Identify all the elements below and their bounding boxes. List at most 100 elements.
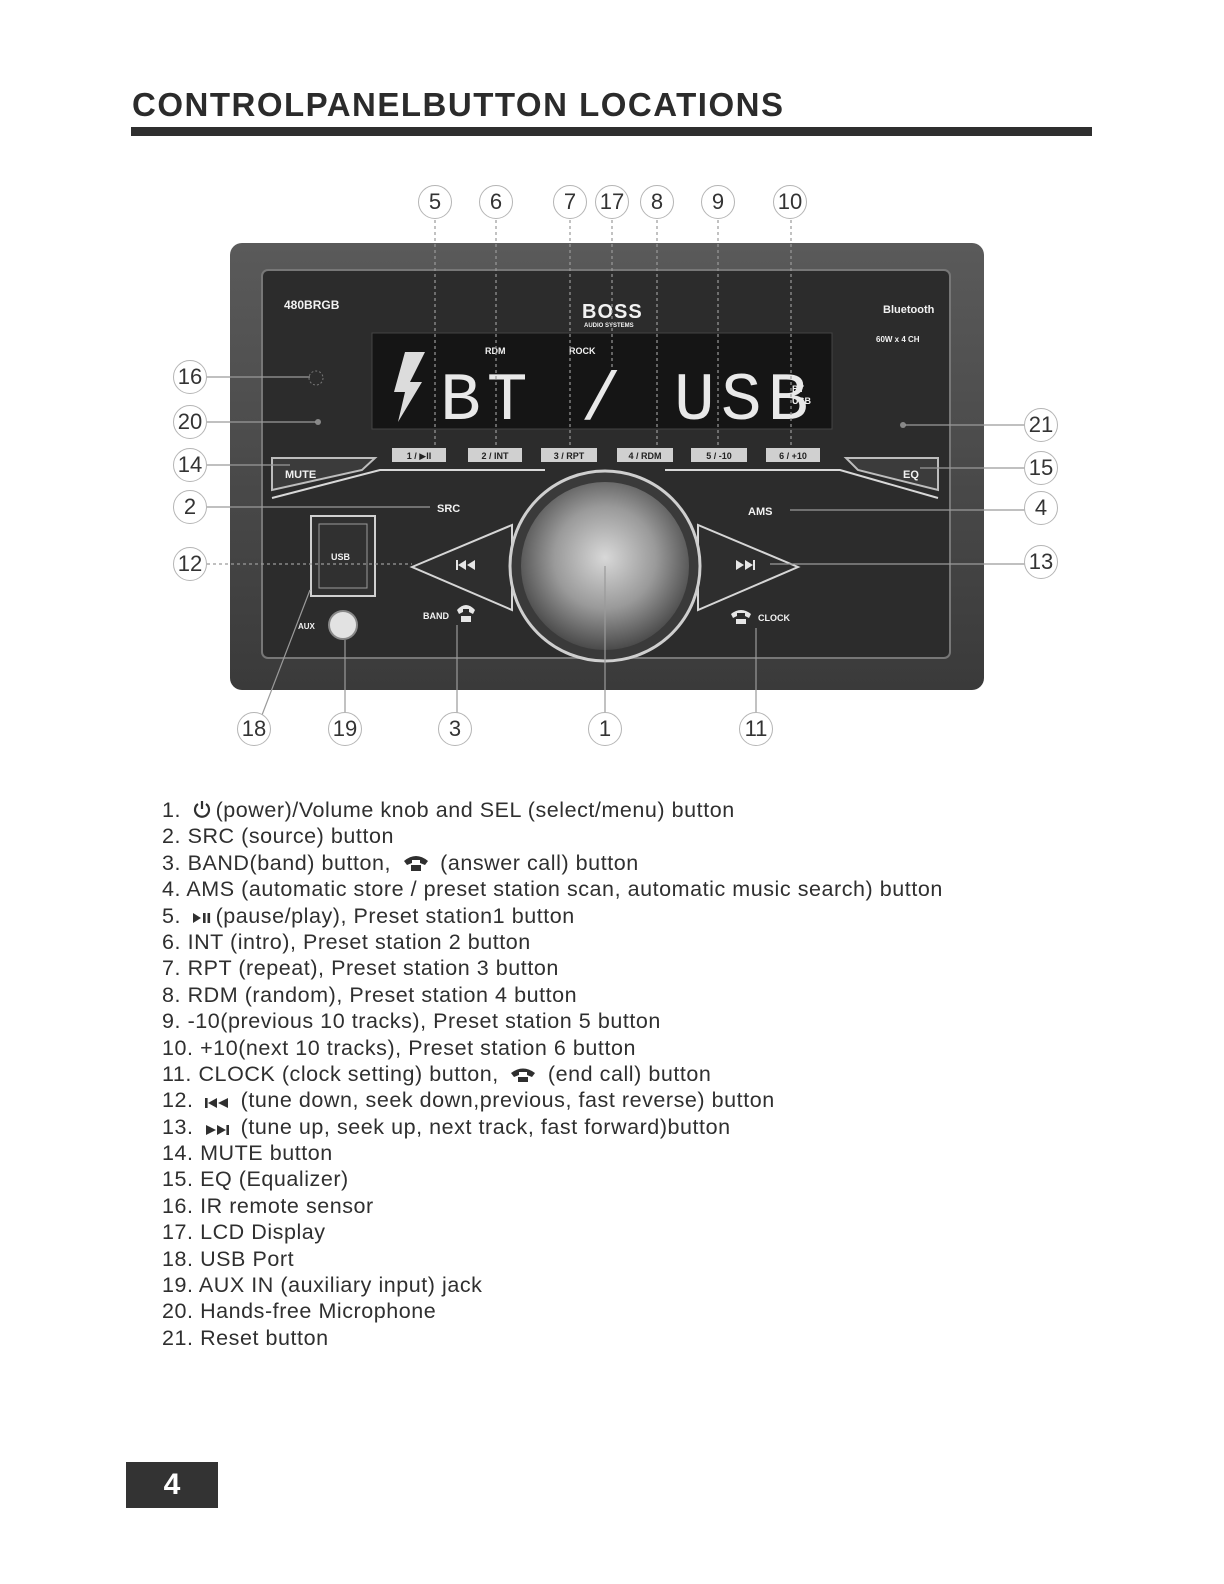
legend-number: 6. — [162, 929, 182, 954]
callout-13: 13 — [1024, 545, 1058, 579]
page-number: 4 — [163, 1468, 181, 1501]
callout-8: 8 — [640, 185, 674, 219]
clock-label: CLOCK — [758, 613, 790, 623]
preset-label-1: 1 / ▶II — [407, 451, 431, 461]
preset-button-6[interactable] — [766, 448, 820, 462]
light-strip-right — [665, 469, 939, 499]
answer-call-panel-icon — [457, 605, 475, 622]
legend-text: (pause/play), Preset station1 button — [215, 903, 575, 928]
light-strip-left — [271, 469, 545, 499]
legend-number: 1. — [162, 798, 182, 822]
legend-text: RPT (repeat), Preset station 3 button — [187, 956, 559, 981]
legend-number: 5. — [162, 903, 182, 928]
preset-button-1[interactable] — [392, 448, 446, 462]
legend-text-2: (answer call) button — [440, 850, 639, 875]
mute-button[interactable] — [271, 457, 378, 492]
legend-item: 2. SRC (source) button — [162, 823, 1102, 849]
legend-number: 13. — [162, 1114, 194, 1139]
model-label: 480BRGB — [284, 298, 340, 312]
legend-number: 8. — [162, 982, 182, 1007]
legend-item: 19. AUX IN (auxiliary input) jack — [162, 1272, 1102, 1298]
callout-9: 9 — [701, 185, 735, 219]
legend-item: 1. (power)/Volume knob and SEL (select/m… — [162, 797, 1102, 823]
callout-10: 10 — [773, 185, 807, 219]
legend-item: 16. IR remote sensor — [162, 1193, 1102, 1219]
callout-14: 14 — [173, 448, 207, 482]
legend-text: (power)/Volume knob and SEL (select/menu… — [215, 798, 735, 822]
callout-3: 3 — [438, 712, 472, 746]
legend-text: INT (intro), Preset station 2 button — [187, 929, 531, 954]
preset-button-3[interactable] — [541, 448, 597, 462]
usb-label: USB — [331, 552, 351, 562]
legend-number: 4. — [162, 877, 182, 902]
callout-16: 16 — [173, 360, 207, 394]
legend-item: 6. INT (intro), Preset station 2 button — [162, 929, 1102, 955]
callout-19: 19 — [328, 712, 362, 746]
legend-text: MUTE button — [200, 1141, 333, 1166]
legend-number: 21. — [162, 1325, 194, 1350]
button-legend: 1. (power)/Volume knob and SEL (select/m… — [162, 797, 1102, 1351]
usb-port[interactable] — [310, 515, 376, 597]
page-number-badge: 4 — [126, 1462, 218, 1508]
legend-item: 11. CLOCK (clock setting) button, (end c… — [162, 1061, 1102, 1087]
callout-6: 6 — [479, 185, 513, 219]
preset-label-4: 4 / RDM — [628, 451, 661, 461]
aux-jack[interactable] — [328, 610, 358, 640]
legend-item: 14. MUTE button — [162, 1140, 1102, 1166]
callout-20: 20 — [173, 405, 207, 439]
callout-17: 17 — [595, 185, 629, 219]
reset-hole[interactable] — [900, 422, 906, 428]
indicator-bt: BT — [792, 384, 804, 394]
legend-text: IR remote sensor — [200, 1193, 374, 1218]
control-panel-diagram: 480BRGB BOSS AUDIO SYSTEMS Bluetooth 60W… — [0, 170, 1224, 760]
leader-lines — [207, 220, 1025, 716]
legend-text: +10(next 10 tracks), Preset station 6 bu… — [200, 1035, 636, 1060]
display-readout: BT / USB — [440, 363, 814, 440]
power-badge: 60W x 4 CH — [876, 335, 920, 344]
callout-18: 18 — [237, 712, 271, 746]
mute-label: MUTE — [285, 469, 316, 481]
legend-number: 3. — [162, 850, 182, 875]
ams-label: AMS — [748, 506, 772, 518]
legend-text: SRC (source) button — [187, 824, 394, 849]
src-label: SRC — [437, 503, 460, 515]
preset-label-5: 5 / -10 — [706, 451, 732, 461]
callout-21: 21 — [1024, 408, 1058, 442]
callout-7: 7 — [553, 185, 587, 219]
preset-button-4[interactable] — [617, 448, 673, 462]
preset-label-3: 3 / RPT — [554, 451, 585, 461]
legend-item: 17. LCD Display — [162, 1219, 1102, 1245]
legend-item: 10. +10(next 10 tracks), Preset station … — [162, 1035, 1102, 1061]
eq-button[interactable] — [843, 457, 939, 492]
legend-text: RDM (random), Preset station 4 button — [187, 982, 578, 1007]
callout-4: 4 — [1024, 491, 1058, 525]
display-bolt-icon — [394, 352, 425, 422]
legend-number: 17. — [162, 1220, 194, 1245]
callout-11: 11 — [739, 712, 773, 746]
legend-item: 4. AMS (automatic store / preset station… — [162, 876, 1102, 902]
legend-item: 12. (tune down, seek down,previous, fast… — [162, 1087, 1102, 1113]
legend-item: 21. Reset button — [162, 1325, 1102, 1351]
legend-text: -10(previous 10 tracks), Preset station … — [187, 1009, 661, 1034]
legend-number: 2. — [162, 824, 182, 849]
indicator-rdm: RDM — [485, 346, 506, 356]
previous-track-icon — [204, 1087, 230, 1113]
preset-button-5[interactable] — [691, 448, 747, 462]
legend-text: Hands-free Microphone — [200, 1299, 437, 1324]
power-icon — [192, 797, 212, 823]
callout-1: 1 — [588, 712, 622, 746]
legend-text: CLOCK (clock setting) button, — [198, 1061, 499, 1086]
legend-number: 9. — [162, 1009, 182, 1034]
aux-label: AUX — [298, 622, 316, 631]
end-call-panel-icon — [731, 610, 751, 624]
play-pause-icon — [192, 903, 212, 929]
legend-item: 15. EQ (Equalizer) — [162, 1166, 1102, 1192]
legend-text: LCD Display — [200, 1220, 326, 1245]
legend-text-2: (end call) button — [547, 1061, 712, 1086]
legend-number: 20. — [162, 1299, 194, 1324]
preset-button-2[interactable] — [468, 448, 522, 462]
band-label: BAND — [423, 611, 449, 621]
indicator-rock: ROCK — [569, 346, 596, 356]
preset-label-2: 2 / INT — [481, 451, 509, 461]
answer-call-icon — [402, 850, 430, 876]
